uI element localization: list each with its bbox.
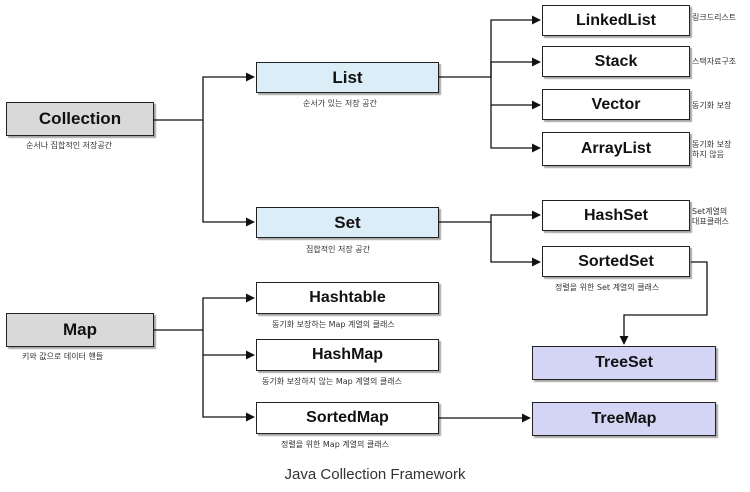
set-desc: 집합적인 저장 공간: [306, 245, 370, 254]
set-node: Set: [256, 207, 439, 238]
hashmap-node: HashMap: [256, 339, 439, 371]
stack-desc: 스택자료구조: [692, 57, 737, 66]
linkedlist-node: LinkedList: [542, 5, 690, 36]
edge-sortedset-treeset: [619, 261, 708, 345]
map-node: Map: [6, 313, 154, 347]
hashtable-desc: 동기화 보장하는 Map 계열의 클래스: [272, 320, 395, 329]
stack-node: Stack: [542, 46, 690, 77]
sortedset-desc: 정렬을 위한 Set 계열의 클래스: [555, 283, 660, 292]
map-desc: 키와 값으로 데이터 핸들: [22, 352, 104, 361]
edge-map-sortedmap: [202, 355, 255, 422]
arraylist-desc: 동기화 보장 하지 않음: [692, 140, 732, 159]
hashset-node: HashSet: [542, 200, 690, 231]
edge-list-vector: [490, 77, 541, 110]
hashmap-desc: 동기화 보장하지 않는 Map 계열의 클래스: [262, 377, 402, 386]
sortedset-node: SortedSet: [542, 246, 690, 277]
sortedmap-desc: 정렬을 위한 Map 계열의 클래스: [281, 440, 390, 449]
edge-list-linkedlist: [439, 15, 541, 78]
edge-set-sortedset: [490, 222, 541, 267]
arraylist-node: ArrayList: [542, 132, 690, 166]
edge-map-hashmap: [202, 330, 255, 360]
vector-desc: 동기화 보장: [692, 101, 732, 110]
edge-map-hashtable: [154, 293, 255, 331]
sortedmap-node: SortedMap: [256, 402, 439, 434]
edge-list-arraylist: [490, 105, 541, 153]
edge-collection-set: [202, 120, 255, 227]
vector-node: Vector: [542, 89, 690, 120]
hashset-desc: Set계열의 대표클래스: [692, 207, 729, 226]
diagram-caption: Java Collection Framework: [284, 466, 466, 483]
list-desc: 순서가 있는 저장 공간: [303, 99, 377, 108]
collection-desc: 순서나 집합적인 저장공간: [26, 141, 113, 150]
treemap-node: TreeMap: [532, 402, 716, 436]
edge-list-stack: [490, 57, 541, 77]
treeset-node: TreeSet: [532, 346, 716, 380]
linkedlist-desc: 링크드리스트: [692, 13, 737, 22]
edge-set-hashset: [439, 210, 541, 223]
list-node: List: [256, 62, 439, 93]
hashtable-node: Hashtable: [256, 282, 439, 314]
collection-node: Collection: [6, 102, 154, 136]
edge-collection-list: [154, 72, 255, 121]
